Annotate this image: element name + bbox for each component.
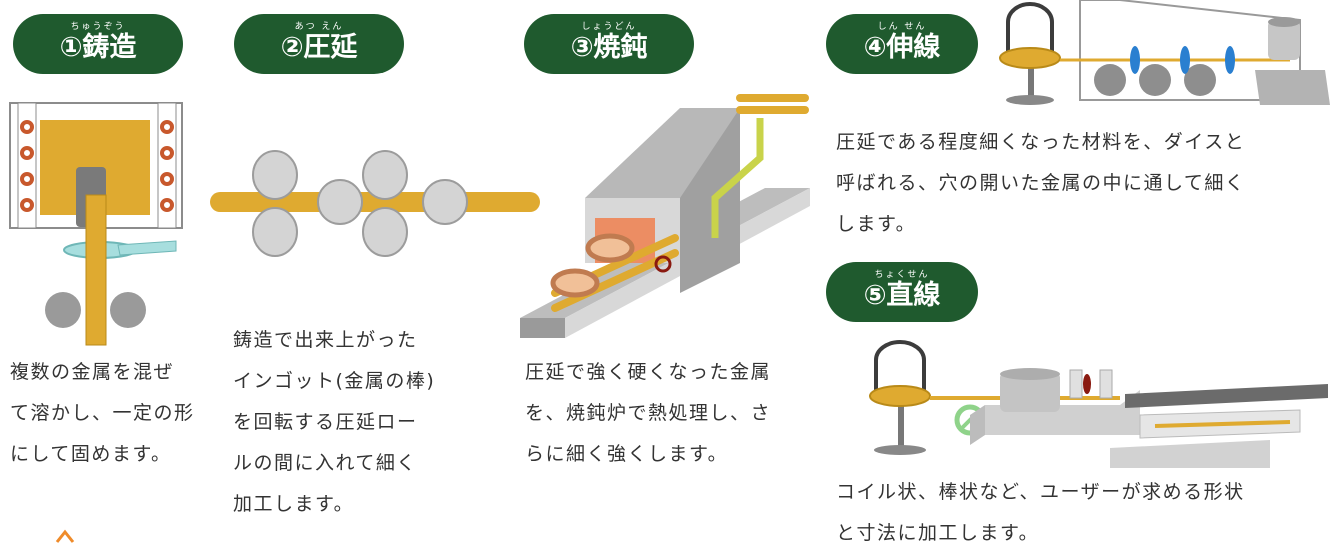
step-5-title: ⑤直線 <box>863 280 941 311</box>
step-2-desc-line: ルの間に入れて細く <box>233 452 417 474</box>
step-1-description: 複数の金属を混ぜ て溶かし、一定の形 にして固めます。 <box>10 352 195 475</box>
step-3-description: 圧延で強く硬くなった金属 を、焼鈍炉で熱処理し、さ らに細く強くします。 <box>525 352 771 475</box>
step-5-ruby: ちょくせん <box>874 270 930 280</box>
step-1-desc-line: て溶かし、一定の形 <box>10 402 195 424</box>
step-4-ruby: しん せん <box>877 22 927 32</box>
step-1-ruby: ちゅうぞう <box>70 22 126 32</box>
step-4-desc-line: 呼ばれる、穴の開いた金属の中に通して細く <box>836 172 1246 194</box>
step-2-desc-line: インゴット(金属の棒) <box>233 370 436 392</box>
step-2-desc-line: 鋳造で出来上がった <box>233 329 418 351</box>
step-4-title: ④伸線 <box>863 32 941 63</box>
step-3-desc-line: を、焼鈍炉で熱処理し、さ <box>525 402 772 424</box>
step-1-desc-line: 複数の金属を混ぜ <box>10 361 175 383</box>
step-5-desc-line: コイル状、棒状など、ユーザーが求める形状 <box>836 481 1245 503</box>
step-3-desc-line: らに細く強くします。 <box>525 443 729 465</box>
straightening-illustration <box>869 340 1328 468</box>
step-2-desc-line: を回転する圧延ロー <box>233 411 418 433</box>
step-1-desc-line: にして固めます。 <box>10 443 172 465</box>
step-4-desc-line: 圧延である程度細くなった材料を、ダイスと <box>836 131 1246 153</box>
step-2-description: 鋳造で出来上がった インゴット(金属の棒) を回転する圧延ロー ルの間に入れて細… <box>233 320 435 525</box>
arrow-fragment-icon <box>55 529 75 543</box>
step-2-title: ②圧延 <box>280 32 358 63</box>
step-2-ruby: あつ えん <box>294 22 344 32</box>
step-4-badge: しん せん ④伸線 <box>826 14 978 74</box>
step-3-desc-line: 圧延で強く硬くなった金属 <box>525 361 772 383</box>
step-5-desc-line: と寸法に加工します。 <box>836 522 1040 544</box>
step-5-description: コイル状、棒状など、ユーザーが求める形状 と寸法に加工します。 <box>836 472 1245 554</box>
casting-illustration <box>9 102 183 346</box>
step-1-badge: ちゅうぞう ①鋳造 <box>13 14 183 74</box>
step-4-description: 圧延である程度細くなった材料を、ダイスと 呼ばれる、穴の開いた金属の中に通して細… <box>836 122 1245 245</box>
annealing-illustration <box>520 94 810 338</box>
step-3-title: ③焼鈍 <box>570 32 648 63</box>
step-2-desc-line: 加工します。 <box>233 493 355 515</box>
step-2-badge: あつ えん ②圧延 <box>234 14 404 74</box>
step-3-ruby: しょうどん <box>581 22 637 32</box>
wire-drawing-illustration <box>999 0 1330 105</box>
step-4-desc-line: します。 <box>836 213 917 235</box>
step-3-badge: しょうどん ③焼鈍 <box>524 14 694 74</box>
step-5-badge: ちょくせん ⑤直線 <box>826 262 978 322</box>
rolling-illustration <box>210 150 540 257</box>
step-1-title: ①鋳造 <box>59 32 137 63</box>
